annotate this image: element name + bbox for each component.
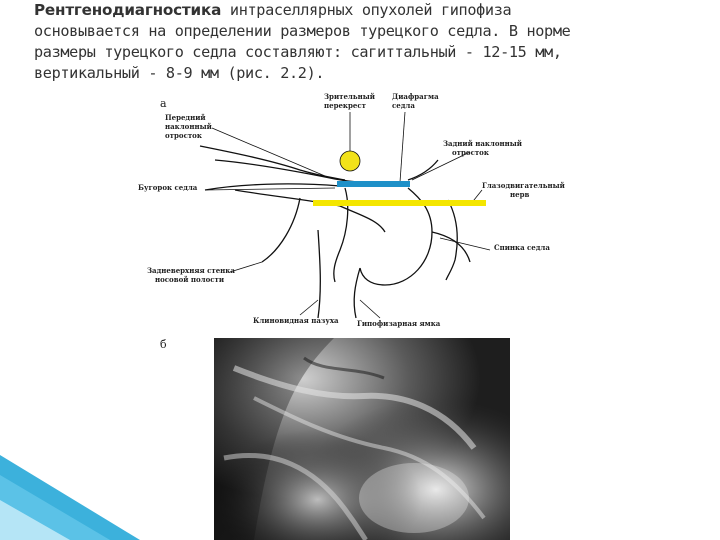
- label-optic-nerve-1: Глазодвигательный: [482, 181, 565, 190]
- panel-label-a: а: [160, 97, 167, 110]
- label-sphenoid-sinus: Клиновидная пазуха: [253, 316, 339, 325]
- xray-image: [214, 338, 510, 540]
- label-optic-chiasm-1: Зрительный: [324, 92, 375, 101]
- label-anterior-clinoid-2: наклонный: [165, 122, 212, 131]
- measure-bar-yellow: [313, 200, 486, 206]
- leader-fossa: [360, 300, 380, 318]
- label-pituitary-fossa: Гипофизарная ямка: [357, 319, 441, 328]
- label-optic-nerve-2: нерв: [510, 190, 529, 199]
- label-posterior-clinoid-2: отросток: [452, 148, 489, 157]
- label-anterior-clinoid-1: Передний: [165, 113, 206, 122]
- label-diaphragm-1: Диафрагма: [392, 92, 439, 101]
- outline-sphenoid-wall: [262, 198, 300, 262]
- sagittal-measure-bar-blue: [337, 181, 410, 187]
- xray-render: [214, 338, 510, 540]
- label-posterior-clinoid-1: Задний наклонный: [443, 139, 522, 148]
- label-anterior-clinoid-3: отросток: [165, 131, 202, 140]
- label-tuberculum: Бугорок седла: [138, 183, 198, 192]
- outline-dorsum: [432, 232, 470, 262]
- leader-diaphragm: [400, 112, 405, 182]
- outline-sinus: [318, 230, 320, 318]
- leader-sinus: [300, 300, 318, 315]
- leader-dorsum: [440, 238, 490, 250]
- label-diaphragm-2: седла: [392, 101, 415, 110]
- label-nasal-wall-1: Задневерхняя стенка: [147, 266, 235, 275]
- label-dorsum: Спинка седла: [494, 243, 550, 252]
- label-optic-chiasm-2: перекрест: [324, 101, 367, 110]
- leader-tuberculum: [205, 188, 335, 190]
- panel-label-b: б: [160, 338, 167, 351]
- label-nasal-wall-2: носовой полости: [155, 275, 224, 284]
- outline-fossa-floor: [354, 268, 360, 318]
- corner-decoration: [0, 455, 140, 540]
- diagram-labels: Зрительный перекрест Диафрагма седла Пер…: [138, 92, 565, 328]
- chiasm-circle-marker: [340, 151, 360, 171]
